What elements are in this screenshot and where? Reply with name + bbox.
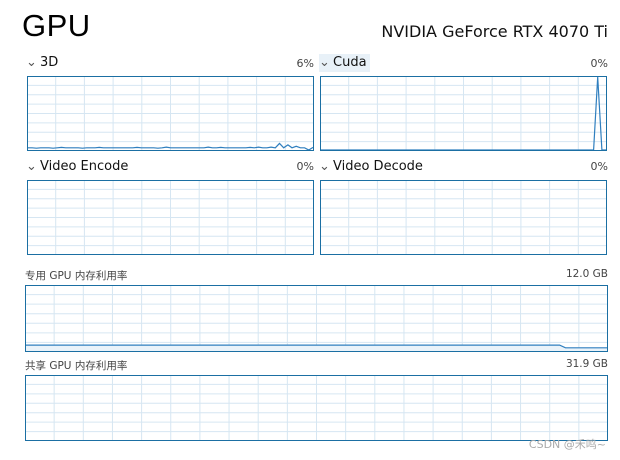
engine-3d-percent: 6%: [296, 57, 314, 70]
graph-border: [320, 76, 607, 151]
engine-3d-selector[interactable]: ⌄ 3D: [26, 54, 58, 72]
engine-video-encode-percent: 0%: [296, 160, 314, 173]
series-line: [28, 142, 314, 151]
engine-video-encode-graph: [27, 180, 314, 255]
shared-memory-max: 31.9 GB: [565, 358, 608, 370]
dedicated-memory-graph: [25, 285, 608, 352]
page-title: GPU: [22, 8, 91, 43]
engine-video-encode-selector[interactable]: ⌄ Video Encode: [26, 158, 128, 176]
engine-cuda-label: Cuda: [333, 55, 367, 70]
shared-memory-graph: [25, 375, 608, 441]
engine-video-decode-graph: [320, 180, 607, 255]
graph-border: [27, 76, 314, 151]
engine-video-decode-label: Video Decode: [333, 159, 423, 174]
chevron-down-icon: ⌄: [26, 55, 37, 70]
series-line: [26, 344, 607, 349]
engine-3d-label: 3D: [40, 55, 59, 70]
graph-border: [320, 180, 607, 255]
engine-cuda-graph: [320, 76, 607, 151]
engine-cuda-percent: 0%: [590, 57, 608, 70]
chevron-down-icon: ⌄: [319, 55, 330, 70]
engine-video-decode-selector[interactable]: ⌄ Video Decode: [319, 158, 423, 176]
watermark: CSDN @禾鸣~: [528, 438, 606, 451]
dedicated-memory-max: 12.0 GB: [565, 268, 608, 280]
chevron-down-icon: ⌄: [26, 159, 37, 174]
device-name: NVIDIA GeForce RTX 4070 Ti: [381, 22, 608, 41]
engine-3d-graph: [27, 76, 314, 151]
dedicated-memory-label: 专用 GPU 内存利用率: [25, 270, 128, 282]
graph-border: [25, 285, 608, 352]
chevron-down-icon: ⌄: [319, 159, 330, 174]
series-area: [26, 345, 607, 351]
engine-video-decode-percent: 0%: [590, 160, 608, 173]
engine-cuda-selector[interactable]: ⌄ Cuda: [319, 54, 370, 72]
graph-border: [25, 375, 608, 441]
graph-border: [27, 180, 314, 255]
shared-memory-label: 共享 GPU 内存利用率: [25, 360, 128, 372]
engine-video-encode-label: Video Encode: [40, 159, 129, 174]
